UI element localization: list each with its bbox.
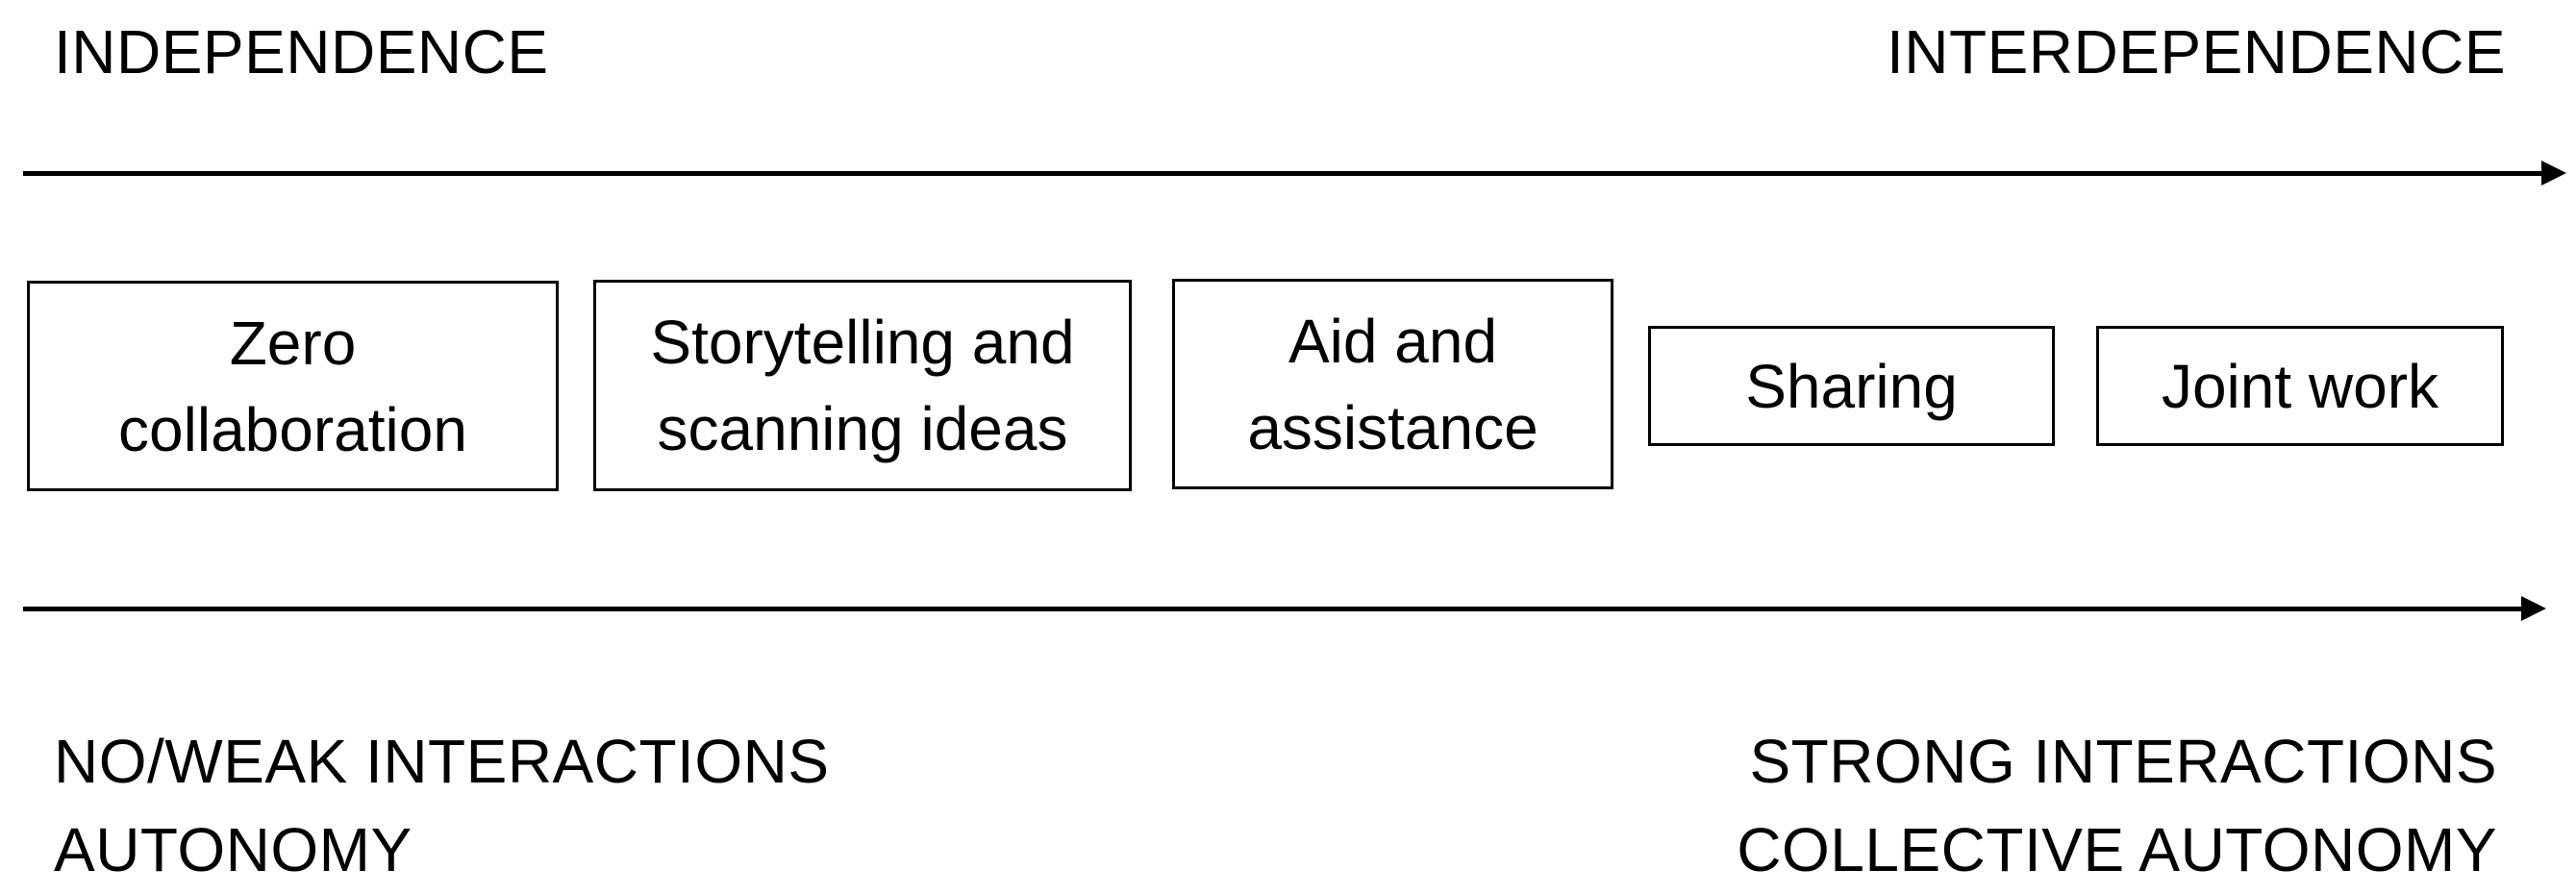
stage-label: Joint work	[2161, 351, 2439, 421]
stage-box-storytelling: Storytelling and scanning ideas	[593, 280, 1132, 491]
stage-box-aid-and-assistance: Aid and assistance	[1172, 279, 1613, 489]
stage-label: Sharing	[1745, 351, 1958, 421]
strong-interactions-label: STRONG INTERACTIONS COLLECTIVE AUTONOMY	[1737, 717, 2497, 894]
collective-autonomy-line: COLLECTIVE AUTONOMY	[1737, 815, 2497, 884]
bottom-arrow-axis	[23, 596, 2546, 621]
independence-label: INDEPENDENCE	[54, 17, 549, 87]
stage-box-joint-work: Joint work	[2096, 326, 2504, 446]
stage-label: Zero collaboration	[118, 308, 467, 464]
stage-label: Storytelling and scanning ideas	[650, 308, 1075, 463]
top-arrowhead-icon	[2541, 161, 2566, 186]
stage-box-zero-collaboration: Zero collaboration	[27, 281, 559, 491]
interdependence-label: INTERDEPENDENCE	[1886, 17, 2506, 87]
top-arrow-axis	[23, 161, 2566, 186]
weak-interactions-label: NO/WEAK INTERACTIONS AUTONOMY	[54, 717, 830, 894]
strong-interactions-line: STRONG INTERACTIONS	[1749, 727, 2497, 796]
weak-interactions-line: NO/WEAK INTERACTIONS	[54, 727, 830, 796]
stage-label: Aid and assistance	[1247, 306, 1538, 462]
autonomy-line: AUTONOMY	[54, 815, 413, 884]
bottom-arrowhead-icon	[2521, 596, 2546, 621]
stage-box-sharing: Sharing	[1648, 326, 2055, 446]
